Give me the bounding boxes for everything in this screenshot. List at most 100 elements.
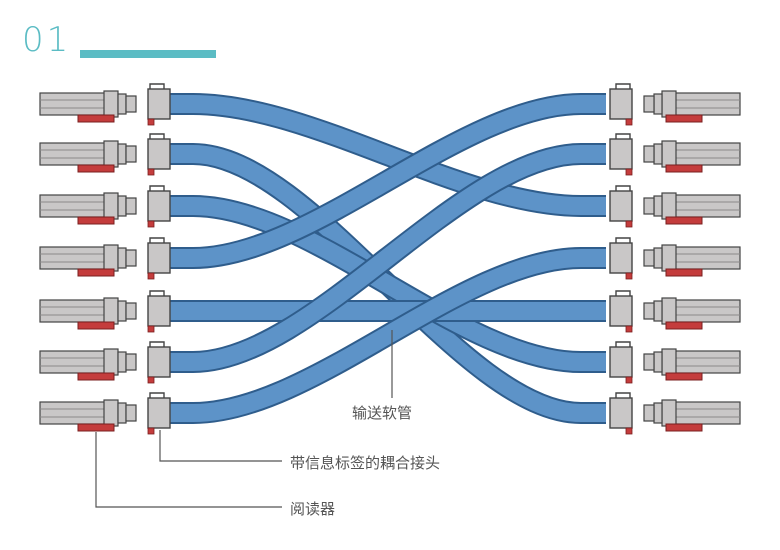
hose-4-to-1 [168, 93, 606, 269]
coupling-clip [149, 237, 165, 243]
reader-ring [661, 192, 677, 220]
reader-ring [117, 300, 127, 322]
leader-reader [95, 432, 282, 508]
reader-body [39, 246, 107, 270]
coupling-clip [149, 392, 165, 398]
hose-body [168, 95, 606, 215]
coupling-block [609, 190, 633, 222]
coupling-block [147, 295, 171, 327]
coupling-tag [147, 118, 155, 126]
hoses-group [168, 93, 606, 424]
right-unit-6 [609, 341, 741, 384]
reader-tip [643, 197, 655, 215]
reader-body [673, 194, 741, 218]
reader-tag [665, 216, 703, 225]
reader-body [39, 299, 107, 323]
left-unit-4 [39, 237, 171, 280]
right-unit-5 [609, 290, 741, 333]
reader-tag [77, 164, 115, 173]
reader-ring [653, 351, 663, 373]
hose-6-to-2 [168, 143, 606, 373]
coupling-block [609, 242, 633, 274]
coupling-tag [625, 168, 633, 176]
reader-ring [103, 192, 119, 220]
leader-lines-group [95, 330, 393, 508]
coupling-clip [149, 185, 165, 191]
coupling-tag [147, 168, 155, 176]
reader-tip [125, 95, 137, 113]
reader-body [673, 246, 741, 270]
reader-ring [653, 143, 663, 165]
reader-ring [117, 402, 127, 424]
reader-body [39, 142, 107, 166]
hose-body [168, 95, 606, 267]
left-unit-3 [39, 185, 171, 228]
reader-tag [77, 114, 115, 123]
left-unit-1 [39, 83, 171, 126]
reader-ring [653, 93, 663, 115]
reader-tag [77, 372, 115, 381]
coupling-clip [615, 290, 631, 296]
reader-tip [125, 197, 137, 215]
reader-ring [103, 244, 119, 272]
reader-body [39, 194, 107, 218]
coupling-clip [615, 237, 631, 243]
reader-body [39, 401, 107, 425]
left-unit-7 [39, 392, 171, 435]
coupling-block [609, 295, 633, 327]
reader-ring [117, 93, 127, 115]
coupling-block [147, 242, 171, 274]
coupling-clip [615, 133, 631, 139]
step-number: 01 [22, 20, 72, 60]
hose-3-to-6 [168, 195, 606, 373]
hose-1-to-3 [168, 93, 606, 217]
reader-ring [103, 297, 119, 325]
reader-ring [661, 297, 677, 325]
leader-coupling [159, 430, 282, 462]
reader-ring [661, 399, 677, 427]
hose-body [168, 249, 606, 422]
reader-tip [643, 95, 655, 113]
reader-tip [643, 249, 655, 267]
reader-tip [125, 353, 137, 371]
reader-tip [643, 302, 655, 320]
reader-tag [665, 423, 703, 432]
coupling-clip [615, 392, 631, 398]
coupling-clip [615, 341, 631, 347]
hose-7-to-4 [168, 247, 606, 424]
coupling-block [609, 346, 633, 378]
reader-tip [643, 353, 655, 371]
coupling-block [609, 88, 633, 120]
reader-tag [665, 372, 703, 381]
reader-tip [125, 145, 137, 163]
reader-tag [77, 423, 115, 432]
right-unit-3 [609, 185, 741, 228]
reader-ring [117, 351, 127, 373]
coupling-tag [625, 427, 633, 435]
coupling-clip [615, 83, 631, 89]
left-unit-2 [39, 133, 171, 176]
reader-ring [117, 247, 127, 269]
reader-tag [77, 321, 115, 330]
reader-ring [653, 300, 663, 322]
reader-ring [653, 195, 663, 217]
coupling-clip [615, 185, 631, 191]
coupling-tag [147, 376, 155, 384]
reader-body [673, 142, 741, 166]
reader-tip [643, 145, 655, 163]
left-units-group [39, 83, 171, 435]
right-unit-4 [609, 237, 741, 280]
coupling-tag [625, 376, 633, 384]
coupling-tag [147, 220, 155, 228]
coupling-block [147, 190, 171, 222]
reader-ring [103, 90, 119, 118]
reader-ring [117, 143, 127, 165]
hose-body [168, 145, 606, 371]
reader-body [673, 299, 741, 323]
coupling-block [147, 138, 171, 170]
reader-tag [665, 114, 703, 123]
right-units-group [609, 83, 741, 435]
coupling-clip [149, 133, 165, 139]
right-unit-2 [609, 133, 741, 176]
